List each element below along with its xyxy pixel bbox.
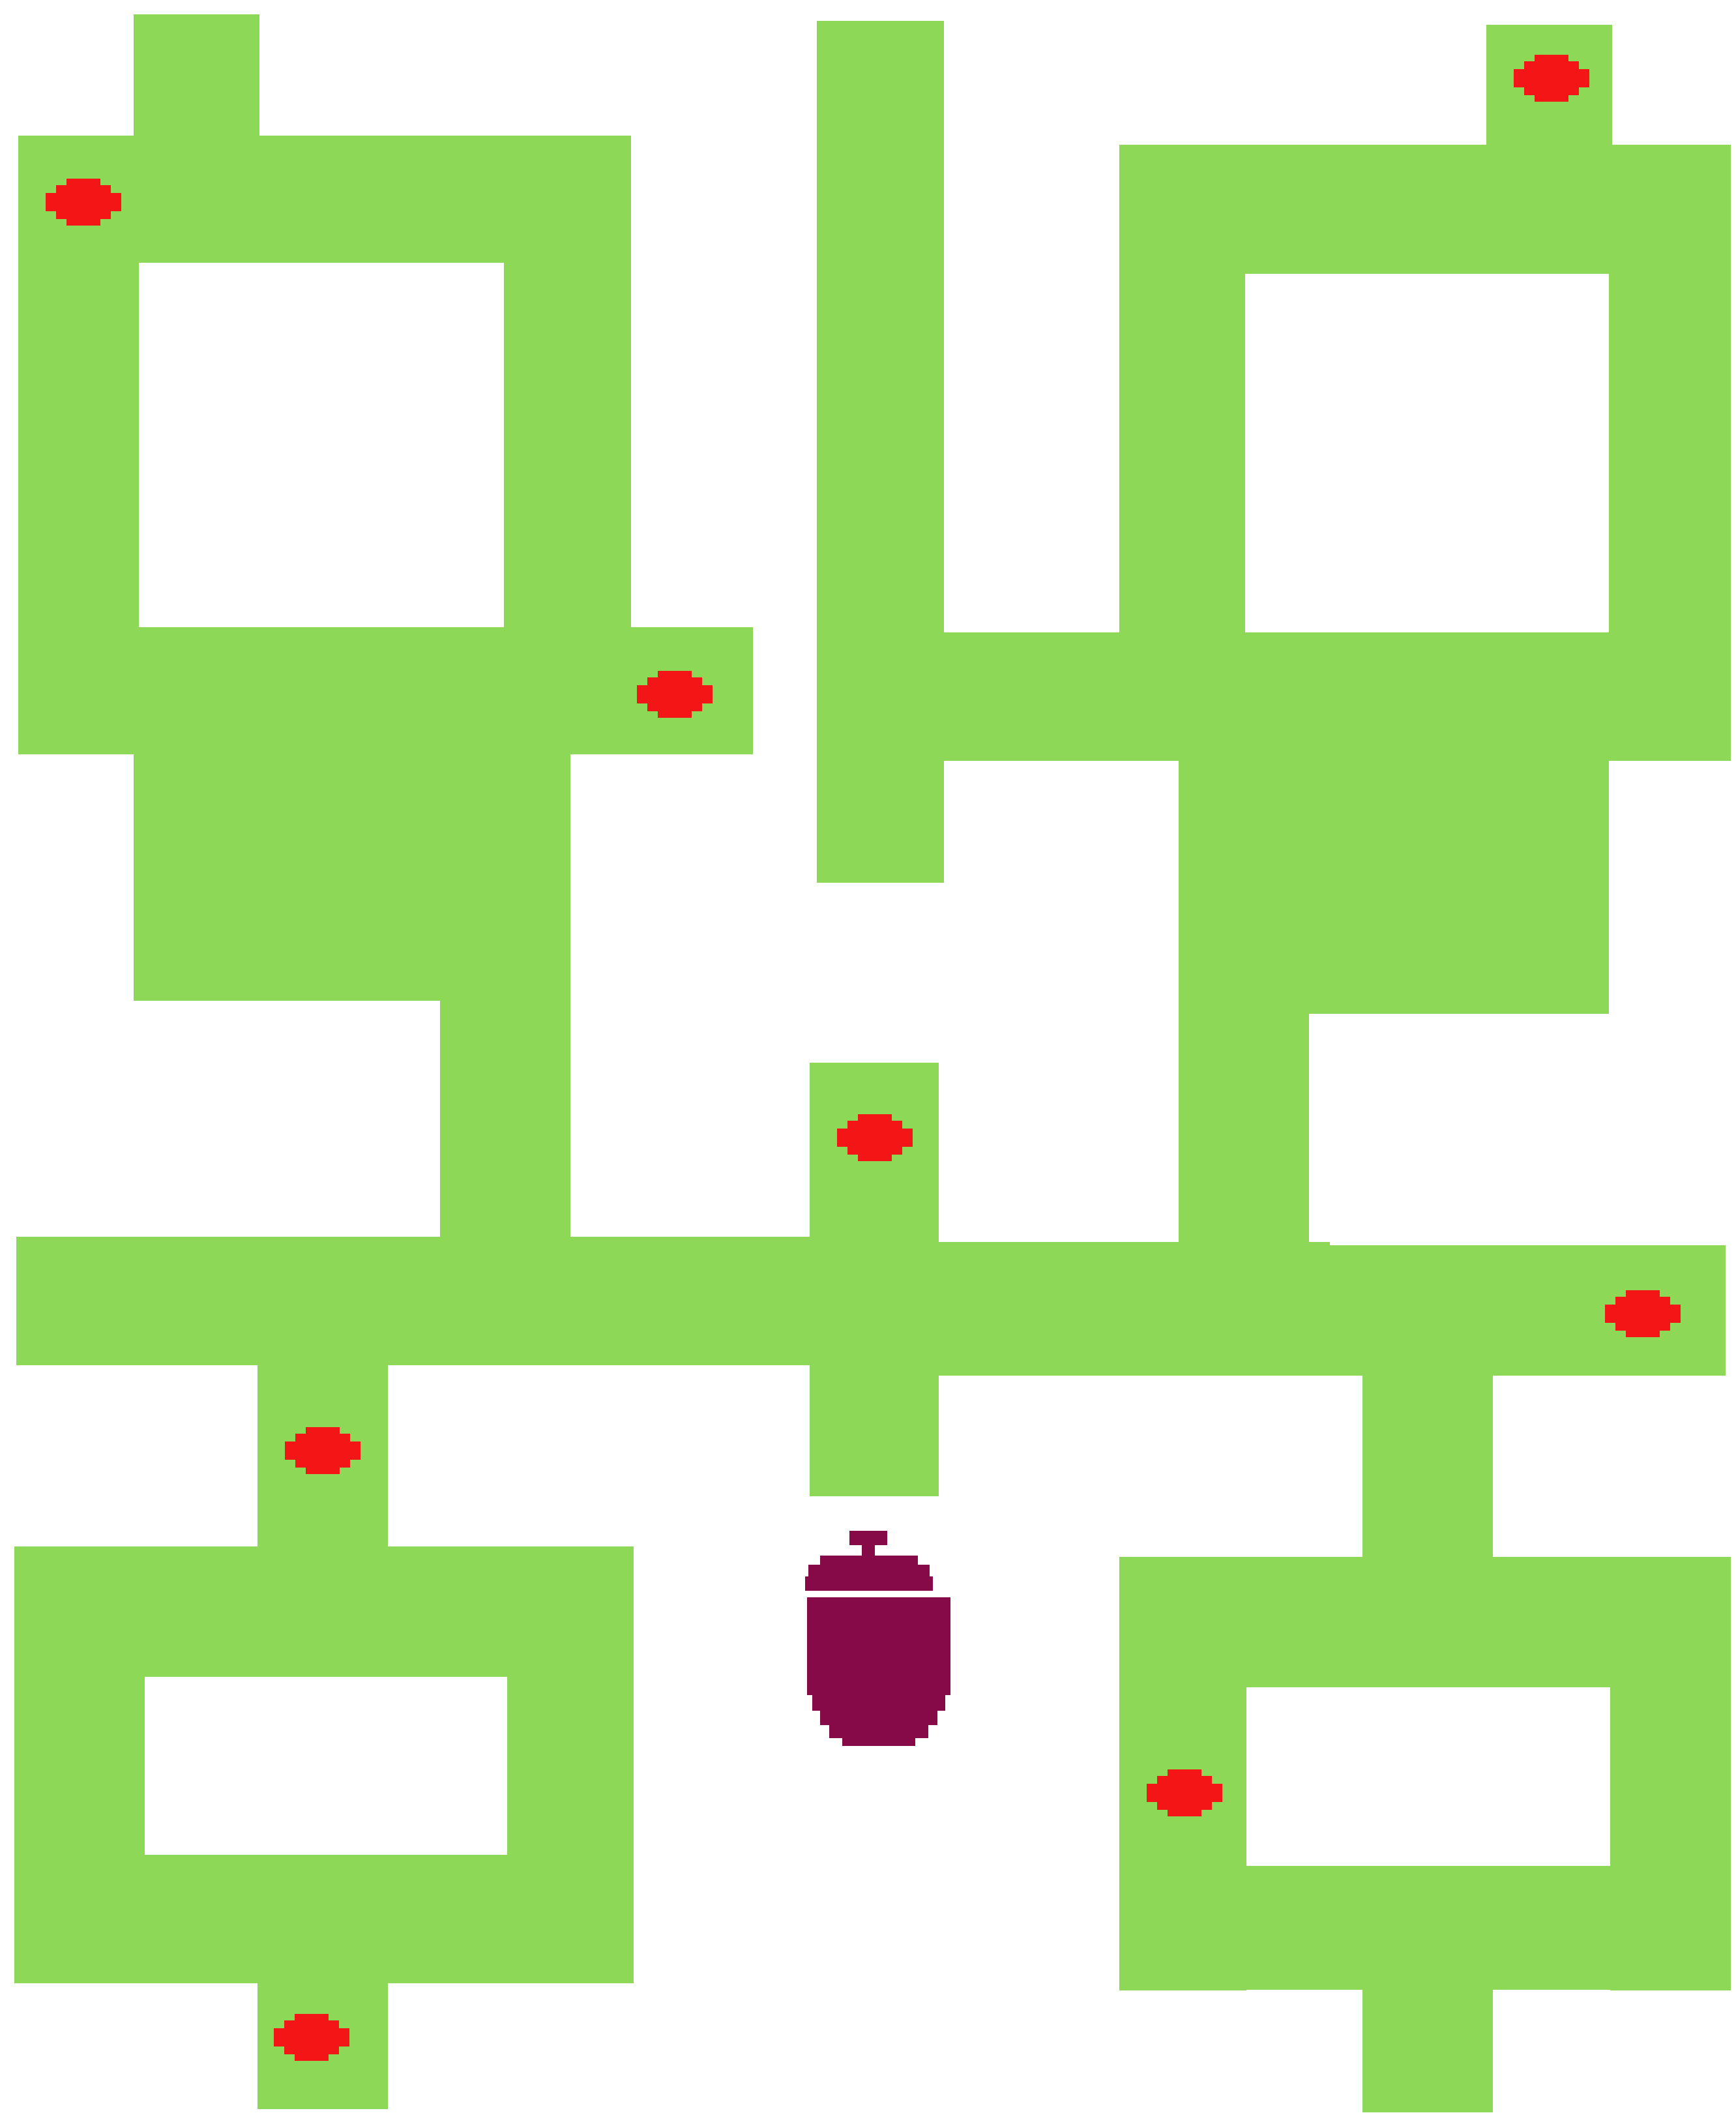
maze-path-segment (1304, 883, 1609, 1014)
red-bar-icon (837, 1114, 913, 1161)
red-bar-icon (1514, 55, 1589, 102)
maze-path-segment (939, 632, 1731, 761)
maze-path-segment (913, 1242, 1330, 1376)
maze-path-segment (1119, 1866, 1731, 1990)
maze-path-segment (1362, 1372, 1493, 1568)
maze-path-segment (134, 750, 570, 874)
red-bar-icon (46, 179, 121, 226)
red-bar-icon (1147, 1769, 1222, 1816)
red-bar-icon (1605, 1290, 1681, 1337)
maze-path-segment (14, 1855, 634, 1983)
red-bar-icon (285, 1427, 360, 1474)
red-bar-icon (274, 2014, 349, 2061)
maze-path-segment (134, 14, 259, 138)
maze-path-segment (1362, 1988, 1493, 2112)
maze-path-segment (817, 21, 944, 883)
maze-path-segment (16, 1237, 825, 1365)
maze-path-segment (134, 870, 440, 1001)
red-bar-icon (637, 671, 713, 718)
